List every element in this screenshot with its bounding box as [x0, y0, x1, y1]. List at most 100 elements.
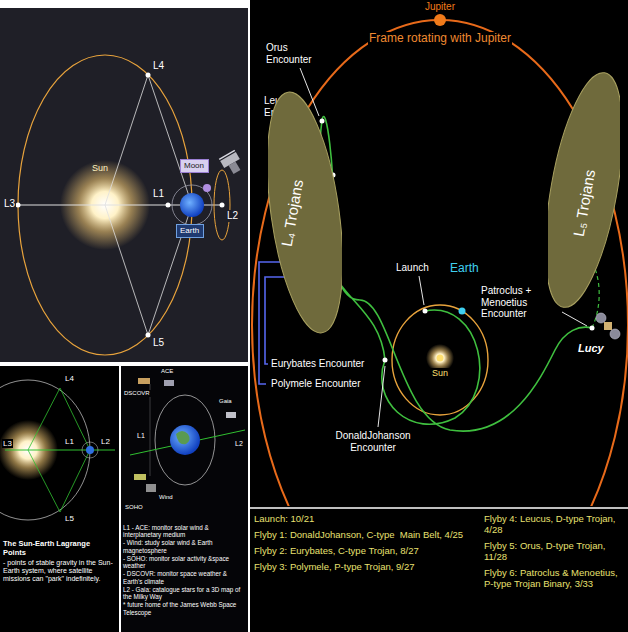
- circle-shape: [590, 326, 595, 331]
- telescope-icon: [219, 150, 245, 176]
- satellite-note: - SOHO: monitor solar activity &space we…: [123, 555, 245, 569]
- lagrange-label: L5: [152, 337, 165, 349]
- satellite-note: - DSCOVR: monitor space weather & Earth'…: [123, 570, 245, 584]
- encounter-label: DonaldJohanson Encounter: [330, 430, 416, 453]
- path-shape: [176, 431, 190, 444]
- earth-box: Earth: [176, 224, 204, 238]
- circle-shape: [423, 309, 428, 314]
- line-shape: [419, 276, 424, 305]
- circle-shape: [203, 184, 211, 192]
- ellipse-shape: [155, 395, 215, 485]
- lagrange-small-figure: [0, 380, 115, 520]
- circle-shape: [146, 333, 151, 338]
- cloud-shape: [548, 67, 620, 313]
- encounter-label: Polymele Encounter: [270, 378, 362, 390]
- lagrange-label: L5: [64, 514, 75, 523]
- lagrange-label: L1: [152, 188, 165, 200]
- schedule-item: Flyby 5: Orus, D-type Trojan, 11/28: [484, 541, 624, 563]
- rect-shape: [138, 378, 150, 384]
- rect-shape: [250, 0, 628, 632]
- rect-shape: [164, 380, 174, 386]
- circle-shape: [172, 185, 212, 225]
- rect-shape: [121, 366, 248, 632]
- line-shape: [60, 450, 90, 512]
- line-shape: [105, 75, 148, 205]
- ellipse-shape: [214, 170, 230, 240]
- sun-label: Sun: [431, 368, 449, 378]
- line-shape: [378, 366, 385, 427]
- line-shape: [5, 450, 115, 451]
- sun-label: Sun: [92, 163, 108, 173]
- satellite-label: DSCOVR: [123, 390, 151, 397]
- lagrange-label: L3: [2, 439, 13, 448]
- lagrange-label: L4: [152, 60, 165, 72]
- rect-shape: [0, 8, 248, 362]
- trojan-cloud: L₄ Trojans: [268, 85, 342, 340]
- schedule-item: Launch: 10/21: [254, 514, 480, 525]
- lagrange-label: L2: [234, 440, 244, 448]
- lagrange-label: L1: [136, 432, 146, 440]
- circle-shape: [170, 425, 200, 455]
- frame-title: Frame rotating with Jupiter: [368, 32, 512, 46]
- rect-shape: [229, 161, 241, 174]
- panel-heading: The Sun-Earth Lagrange Points: [3, 540, 115, 557]
- lagrange-label: L2: [100, 437, 111, 446]
- satellite-label: ACE: [160, 368, 174, 375]
- line-shape: [105, 205, 148, 335]
- line-shape: [150, 384, 151, 476]
- earth-label: Earth: [450, 262, 479, 276]
- line-shape: [148, 75, 192, 205]
- satellite-note: L1 - ACE: monitor solar wind & interplan…: [123, 524, 245, 538]
- lagrange-main-figure: [16, 55, 245, 355]
- schedule-item: Flyby 2: Eurybates, C-type Trojan, 8/27: [254, 546, 480, 557]
- circle-shape: [146, 73, 151, 78]
- satellite-label: Wind: [158, 494, 174, 501]
- circle-shape: [82, 442, 98, 458]
- line-shape: [60, 388, 90, 450]
- node-text: Earth: [180, 226, 200, 236]
- schedule-item: Flyby 3: Polymele, P-type Trojan, 9/27: [254, 562, 480, 573]
- encounter-label: Eurybates Encounter: [270, 358, 365, 370]
- circle-shape: [437, 355, 444, 362]
- satellite-note: * future home of the James Webb Space Te…: [123, 601, 245, 615]
- leader-lines: [300, 68, 587, 427]
- line-shape: [219, 150, 235, 159]
- planet-label: Jupiter: [410, 1, 470, 13]
- lagrange-label: L2: [226, 210, 239, 222]
- rect-shape: [604, 322, 612, 330]
- cloud-shape: [268, 87, 342, 337]
- satellite-note: L2 - Gaia: catalogue stars for a 3D map …: [123, 586, 245, 600]
- lucy-trajectory-figure: [250, 14, 628, 630]
- satellite-note: - Wind: study solar wind & Earth magneto…: [123, 539, 245, 553]
- satellite-label: SOHO: [124, 504, 144, 511]
- rect-shape: [134, 474, 146, 480]
- lagrange-label: L1: [64, 437, 75, 446]
- launch-label: Launch: [396, 262, 429, 274]
- circle-shape: [596, 313, 606, 323]
- trojan-cloud: L₅ Trojans: [548, 65, 620, 315]
- circle-shape: [86, 446, 94, 454]
- circle-shape: [180, 193, 204, 217]
- circle-shape: [320, 119, 325, 124]
- line-shape: [28, 450, 60, 512]
- encounter-label: Orus Encounter: [266, 42, 322, 65]
- rect-shape: [146, 484, 156, 492]
- schedule-item: Flyby 1: DonaldJohanson, C-type Main Bel…: [254, 530, 480, 541]
- circle-shape: [610, 329, 620, 339]
- circle-shape: [166, 203, 171, 208]
- circle-shape: [459, 308, 466, 315]
- circle-shape: [16, 203, 21, 208]
- line-shape: [562, 312, 587, 326]
- spacecraft-label: Lucy: [578, 342, 604, 355]
- circle-shape: [383, 358, 388, 363]
- circle-shape: [434, 14, 446, 26]
- line-shape: [250, 507, 628, 509]
- schedule-item: Flyby 4: Leucus, D-type Trojan, 4/28: [484, 514, 624, 536]
- moon-box: Moon: [180, 159, 209, 173]
- lagrange-label: L3: [3, 198, 16, 210]
- lucy-spacecraft: [596, 313, 620, 339]
- cloud-outline: [268, 85, 342, 340]
- panel-note: - points of stable gravity in the Sun-Ea…: [3, 559, 115, 583]
